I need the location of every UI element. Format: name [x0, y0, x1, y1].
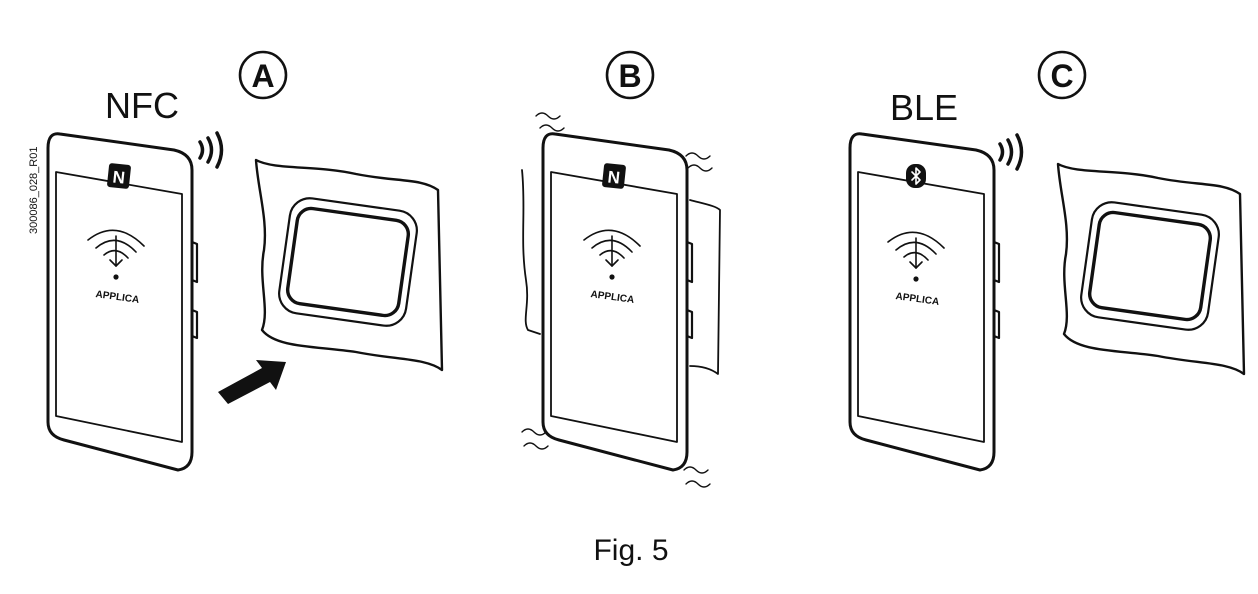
card-reader: [521, 169, 721, 375]
panel-marker-label: B: [618, 58, 641, 94]
screen-glyph-icon: [583, 229, 641, 281]
screen-glyph-icon: [887, 231, 945, 283]
card-reader: [254, 158, 444, 372]
bluetooth-icon: [906, 164, 926, 188]
nfc-icon: N: [602, 163, 626, 189]
panel-marker-c: C: [1037, 50, 1087, 100]
screen-glyph-icon: [87, 229, 145, 281]
screen-logo: APPLICA: [895, 291, 940, 308]
panel-c: C BLE APPLICA: [848, 50, 1246, 472]
screen-logo: APPLICA: [590, 289, 635, 306]
technology-label-ble: BLE: [890, 87, 958, 128]
push-arrow-icon: [218, 360, 286, 404]
signal-waves-icon: [998, 133, 1024, 171]
panel-marker-label: A: [251, 58, 274, 94]
vibration-marks-icon: [521, 112, 713, 488]
panel-marker-label: C: [1050, 58, 1073, 94]
panel-b: B N APPLICA: [521, 50, 721, 488]
svg-text:N: N: [112, 167, 126, 187]
drawing-code: 300086_028_R01: [28, 147, 40, 234]
technology-label-nfc: NFC: [105, 85, 179, 126]
figure-caption: Fig. 5: [593, 534, 668, 567]
nfc-icon: N: [107, 163, 131, 189]
panel-marker-b: B: [605, 50, 655, 100]
panel-a: A NFC N APPLICA: [46, 50, 444, 472]
panel-marker-a: A: [238, 50, 288, 100]
card-reader: [1056, 162, 1246, 376]
screen-logo: APPLICA: [95, 289, 140, 306]
signal-waves-icon: [198, 131, 224, 169]
svg-text:N: N: [607, 167, 621, 187]
